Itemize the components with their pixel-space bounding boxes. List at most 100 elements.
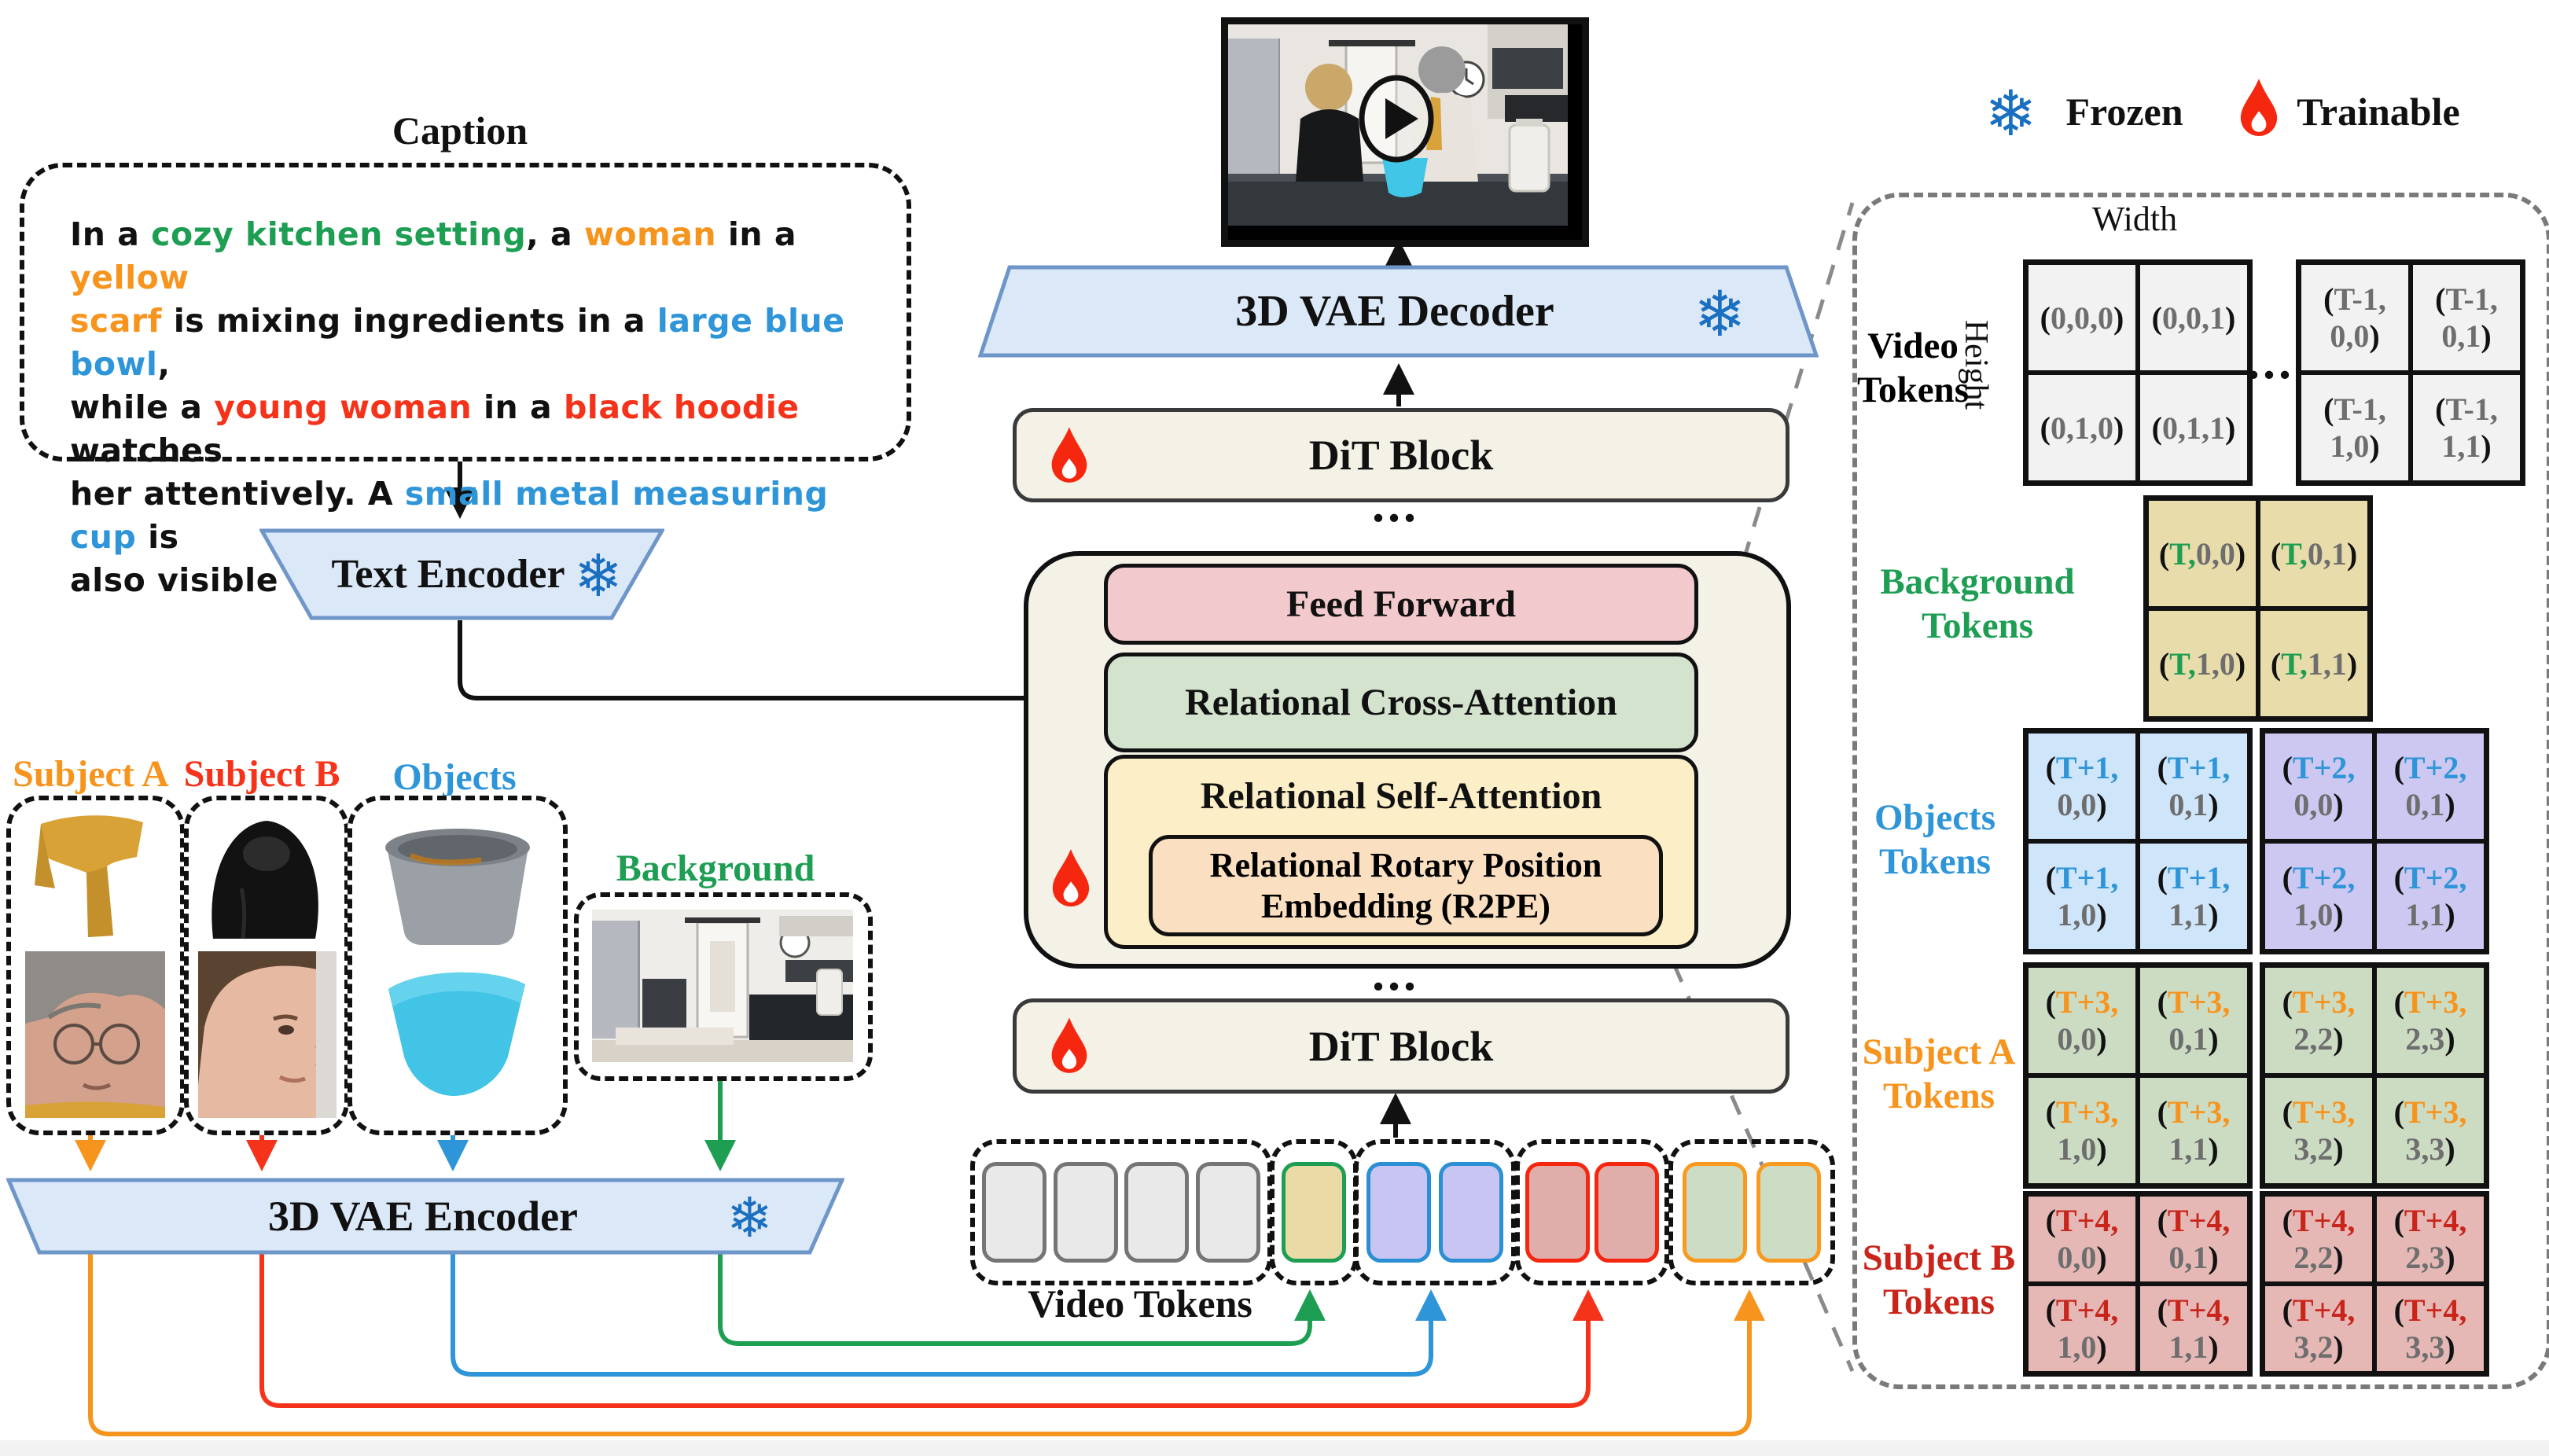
caption-segment: ) (2208, 1021, 2219, 1057)
caption-segment: T, (2169, 535, 2196, 572)
subject-a-token-grid-2: (T+3,2,2)(T+3,2,3)(T+3,3,2)(T+3,3,3) (2260, 962, 2489, 1189)
caption-segment: T+1, (2167, 860, 2231, 895)
play-icon[interactable] (1359, 75, 1434, 163)
caption-segment: ) (2096, 1131, 2107, 1167)
token-cell: (T+1,0,0) (2026, 731, 2138, 841)
caption-segment: T+2, (2404, 750, 2467, 785)
caption-segment: ( (2393, 984, 2404, 1020)
caption-segment: ( (2151, 300, 2162, 336)
panel-subject-a-tokens-label: Subject A Tokens (1862, 1031, 2016, 1116)
caption-segment: ) (2208, 897, 2219, 932)
caption-segment: T+4, (2055, 1292, 2119, 1328)
token-cell: (T-1,0,0) (2299, 263, 2411, 373)
video-kitchen-scene (1228, 24, 1568, 226)
caption-segment: 1,0 (2057, 1131, 2097, 1167)
token-cell: (T+1,1,0) (2026, 841, 2138, 951)
caption-segment: T+3, (2404, 1094, 2467, 1130)
ellipsis-top: ... (1372, 476, 1419, 532)
caption-segment: ) (2096, 1329, 2107, 1365)
background-kitchen-image (592, 910, 853, 1062)
caption-segment: ( (2435, 281, 2446, 317)
caption-segment: ( (2393, 1203, 2404, 1238)
caption-segment: 1,0 (2195, 645, 2235, 682)
caption-segment: 0,0 (2195, 535, 2235, 572)
self-attention-label: Relational Self-Attention (1200, 775, 1602, 817)
caption-segment: ) (2225, 410, 2236, 446)
token-cell: (T+2,0,1) (2374, 731, 2486, 841)
objects-token-grid-2: (T+2,0,0)(T+2,0,1)(T+2,1,0)(T+2,1,1) (2260, 728, 2489, 954)
subject-b-label: Subject B (183, 752, 340, 795)
caption-segment: 1,0 (2293, 897, 2334, 932)
caption-segment: T-1, (2445, 281, 2498, 317)
token-cell: (T+3,0,0) (2026, 965, 2138, 1075)
objects-token-grid-1: (T+1,0,0)(T+1,0,1)(T+1,1,0)(T+1,1,1) (2023, 728, 2253, 954)
background-token-grid: (T,0,0)(T,0,1)(T,1,0)(T,1,1) (2143, 495, 2373, 722)
caption-segment: T+4, (2167, 1292, 2231, 1328)
latent-token (1282, 1162, 1346, 1263)
caption-segment: ) (2444, 1131, 2455, 1167)
caption-segment: ) (2481, 318, 2492, 354)
video-tokens-strip-label: Video Tokens (1028, 1281, 1252, 1325)
caption-segment: 0,0 (2057, 1240, 2097, 1275)
caption-segment: T-1, (2445, 392, 2498, 427)
caption-segment: in a (716, 215, 797, 253)
token-cell: (T-1,1,0) (2299, 373, 2411, 483)
caption-segment: ) (2208, 1329, 2219, 1365)
dit-block-lower: DiT Block (1013, 998, 1789, 1094)
caption-segment: her attentively. A (70, 475, 405, 513)
subject-a-token-grid-1: (T+3,0,0)(T+3,0,1)(T+3,1,0)(T+3,1,1) (2023, 962, 2253, 1189)
feed-forward-block: Feed Forward (1104, 564, 1698, 645)
token-cell: (T+3,2,2) (2263, 965, 2374, 1075)
latent-token (1366, 1162, 1431, 1263)
caption-segment: is (136, 518, 179, 556)
caption-segment: black hoodie (563, 388, 800, 426)
latent-token (1053, 1162, 1118, 1263)
width-axis-label: Width (2091, 199, 2178, 238)
caption-segment: T+3, (2055, 1094, 2119, 1130)
caption-segment: ( (2157, 984, 2168, 1020)
caption-segment: T, (2281, 645, 2308, 682)
caption-segment: 0,0 (2057, 787, 2097, 822)
caption-segment: ) (2113, 300, 2124, 336)
caption-segment: 0,1 (2405, 787, 2445, 822)
panel-subject-b-tokens-label: Subject B Tokens (1862, 1237, 2016, 1322)
caption-segment: 0,0 (2293, 787, 2334, 822)
caption-segment: watches (70, 432, 223, 469)
caption-segment: ( (2045, 860, 2056, 895)
caption-segment: 0,1 (2168, 1240, 2209, 1275)
token-cell: (0,1,1) (2138, 373, 2249, 483)
caption-segment: ) (2333, 787, 2344, 822)
snowflake-icon: ❄ (574, 542, 623, 610)
caption-segment: ) (2481, 428, 2492, 464)
text-encoder-block: Text Encoder ❄ (259, 528, 664, 620)
text-encoder-label: Text Encoder (331, 552, 565, 597)
caption-segment: ) (2225, 300, 2236, 336)
caption-segment: ( (2282, 750, 2293, 785)
caption-segment: ( (2151, 410, 2162, 446)
caption-segment: ) (2208, 1240, 2219, 1275)
token-cell: (T,0,1) (2258, 498, 2370, 609)
caption-segment: 2,3 (2405, 1021, 2445, 1057)
caption-segment: ( (2323, 392, 2334, 427)
caption-segment: woman (583, 215, 717, 253)
video-token-grid-frameT1: (T-1,0,0)(T-1,0,1)(T-1,1,0)(T-1,1,1) (2296, 259, 2525, 486)
caption-segment: ) (2444, 1240, 2455, 1275)
token-cell: (T+3,1,1) (2138, 1075, 2249, 1186)
caption-segment: young woman (214, 388, 473, 426)
caption-segment: ) (2444, 1329, 2455, 1365)
latent-token (1595, 1162, 1660, 1263)
caption-segment: ( (2040, 410, 2051, 446)
token-cell: (T,1,1) (2258, 609, 2370, 719)
vae-encoder-block: 3D VAE Encoder ❄ (6, 1178, 844, 1255)
caption-segment: T+3, (2292, 984, 2356, 1020)
token-cell: (0,1,0) (2026, 373, 2138, 483)
token-cell: (T,0,0) (2146, 498, 2258, 609)
caption-segment: scarf (70, 302, 162, 340)
objects-bowl-image (388, 972, 525, 1096)
caption-segment: 1,1 (2441, 428, 2481, 464)
token-cell: (T+2,1,0) (2263, 841, 2374, 951)
r2pe-block: Relational Rotary Position Embedding (R2… (1149, 835, 1663, 936)
caption-segment: ) (2333, 1131, 2344, 1167)
r2pe-label-line2: Embedding (R2PE) (1261, 886, 1550, 925)
latent-token (981, 1162, 1046, 1263)
